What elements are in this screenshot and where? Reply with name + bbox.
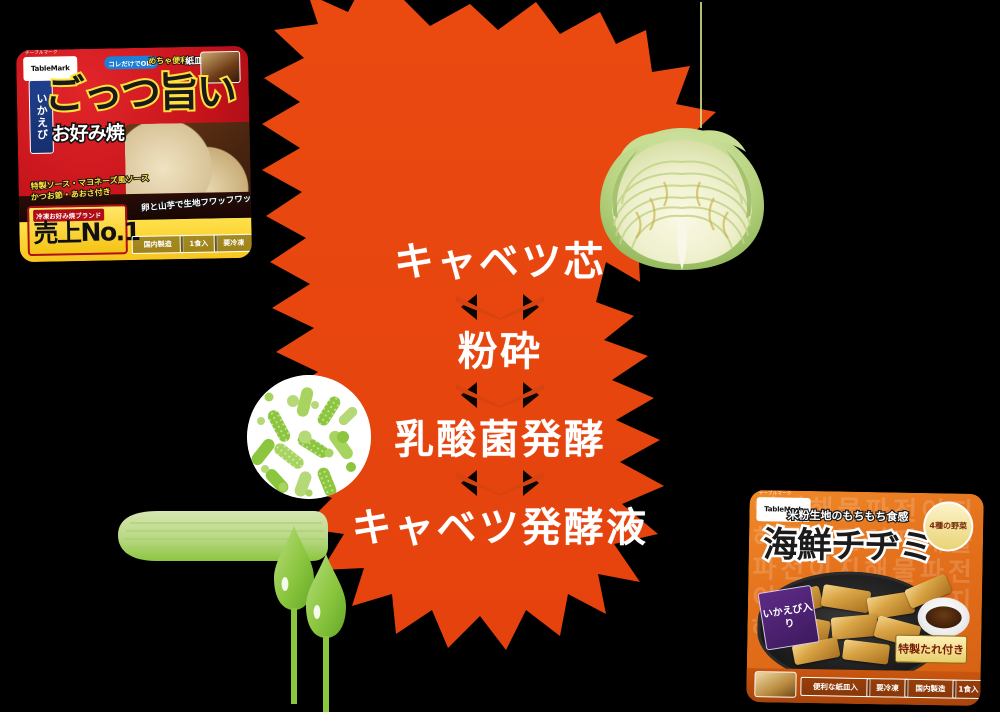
package-thumbnail-photo (754, 671, 797, 698)
process-step-lactic-fermentation: 乳酸菌発酵 (394, 417, 606, 463)
fermentation-droplet-2 (306, 554, 346, 712)
badge-special-sauce: 特製たれ付き (894, 634, 968, 664)
package-rank-value: 売上No.1 (33, 216, 140, 248)
package-subtitle-okonomiyaki: お好み焼 (50, 121, 125, 147)
tablemark-logo-kana: テーブルマーク (758, 491, 792, 497)
process-step-grinding: 粉砕 (457, 329, 543, 375)
package-rank-badge: 冷凍お好み焼ブランド 売上No.1 (26, 204, 140, 257)
product-package-okonomiyaki[interactable]: TableMark テーブルマーク コレだけでOK! めちゃ便利! 紙皿入 いか… (15, 45, 253, 263)
product-package-chijimi[interactable]: 이지해물파전이지해물파전이지해물파전이지해물파전이지해물파전이지해물파전 Tab… (746, 489, 984, 707)
lactic-acid-bacteria-icon (247, 375, 371, 499)
cabbage-hanging-stem (700, 2, 702, 128)
badge-squid-shrimp: いかえび入り (757, 584, 820, 651)
package-subtitle-chijimi: 米粉生地のもちもち食感 (786, 507, 910, 525)
halved-cabbage-illustration (596, 2, 768, 272)
package-title-chijimi: 海鮮チヂミ (760, 523, 936, 571)
package-pill-servings: 1食入 (179, 234, 218, 254)
chijimi-piece (830, 613, 879, 640)
process-step-cabbage-core: キャベツ芯 (394, 239, 606, 285)
tablemark-logo-kana: テーブルマーク (25, 50, 58, 57)
package-pill-frozen: 要冷凍 (213, 233, 253, 253)
package-pill-frozen: 要冷凍 (866, 678, 909, 698)
package-pill-domestic: 国内製造 (131, 235, 184, 255)
package-pill-servings: 1食入 (952, 679, 984, 700)
cabbage-core-wedge-illustration (118, 511, 328, 561)
package-title-okonomiyaki: ごっつ旨い (42, 67, 237, 121)
process-step-cabbage-ferment-liquid: キャベツ発酵液 (351, 505, 649, 551)
package-pill-domestic: 国内製造 (904, 678, 957, 699)
package-pill-paper-plate: 便利な紙皿入 (800, 676, 871, 698)
fermentation-droplet-1 (274, 526, 314, 704)
